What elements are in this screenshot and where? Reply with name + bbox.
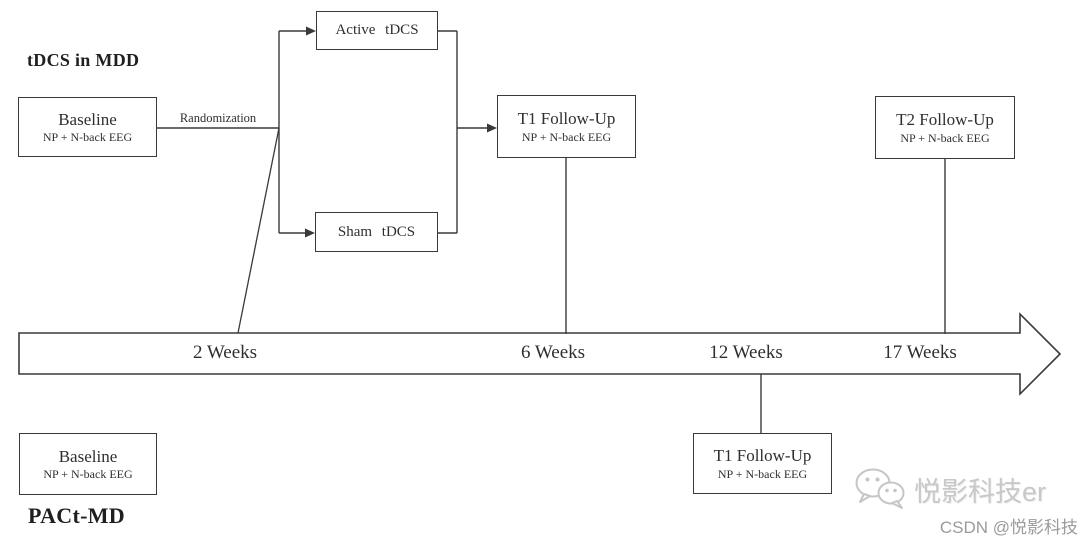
t2-subtitle: NP + N-back EEG <box>900 130 990 145</box>
t1-bottom-title: T1 Follow-Up <box>713 446 812 466</box>
timeline-label-12-weeks: 12 Weeks <box>709 342 783 363</box>
timeline-label-6-weeks: 6 Weeks <box>520 342 586 363</box>
baseline-top-subtitle: NP + N-back EEG <box>42 130 133 145</box>
baseline-bottom-subtitle: NP + N-back EEG <box>43 467 133 482</box>
arrowhead-to-active <box>306 26 316 36</box>
sham-tdcs-box: Sham tDCS <box>315 212 438 252</box>
watermark-attribution: CSDN @悦影科技 <box>939 518 1078 537</box>
t1-bottom-subtitle: NP + N-back EEG <box>717 466 808 481</box>
sham-tdcs-label: Sham tDCS <box>337 223 416 240</box>
baseline-box-top: Baseline NP + N-back EEG <box>18 97 157 157</box>
randomization-label: Randomization <box>179 111 257 125</box>
wechat-icon <box>855 468 905 509</box>
arrowhead-to-t1 <box>487 123 497 133</box>
study-bottom-title: PACt-MD <box>28 503 125 528</box>
study-top-title: tDCS in MDD <box>27 50 140 70</box>
active-tdcs-label: Active tDCS <box>335 22 419 39</box>
randomization-diagonal <box>237 127 280 334</box>
t1-followup-box-bottom: T1 Follow-Up NP + N-back EEG <box>693 433 832 494</box>
timeline-arrow <box>18 312 1062 396</box>
t2-followup-box: T2 Follow-Up NP + N-back EEG <box>875 96 1015 159</box>
t2-title: T2 Follow-Up <box>896 110 994 130</box>
t1-followup-box-top: T1 Follow-Up NP + N-back EEG <box>497 95 636 158</box>
arrowhead-to-sham <box>305 228 315 238</box>
timeline-label-17-weeks: 17 Weeks <box>883 342 957 363</box>
baseline-box-bottom: Baseline NP + N-back EEG <box>19 433 157 495</box>
baseline-top-title: Baseline <box>58 109 117 129</box>
watermark-handle: 悦影科技er <box>914 476 1047 507</box>
baseline-bottom-title: Baseline <box>58 446 118 466</box>
t1-top-subtitle: NP + N-back EEG <box>521 129 612 144</box>
t1-top-title: T1 Follow-Up <box>517 109 616 129</box>
active-tdcs-box: Active tDCS <box>316 11 438 50</box>
timeline-label-2-weeks: 2 Weeks <box>192 342 258 363</box>
watermark-row: 悦影科技er <box>852 466 1078 512</box>
watermark: 悦影科技er CSDN @悦影科技 <box>852 466 1078 538</box>
